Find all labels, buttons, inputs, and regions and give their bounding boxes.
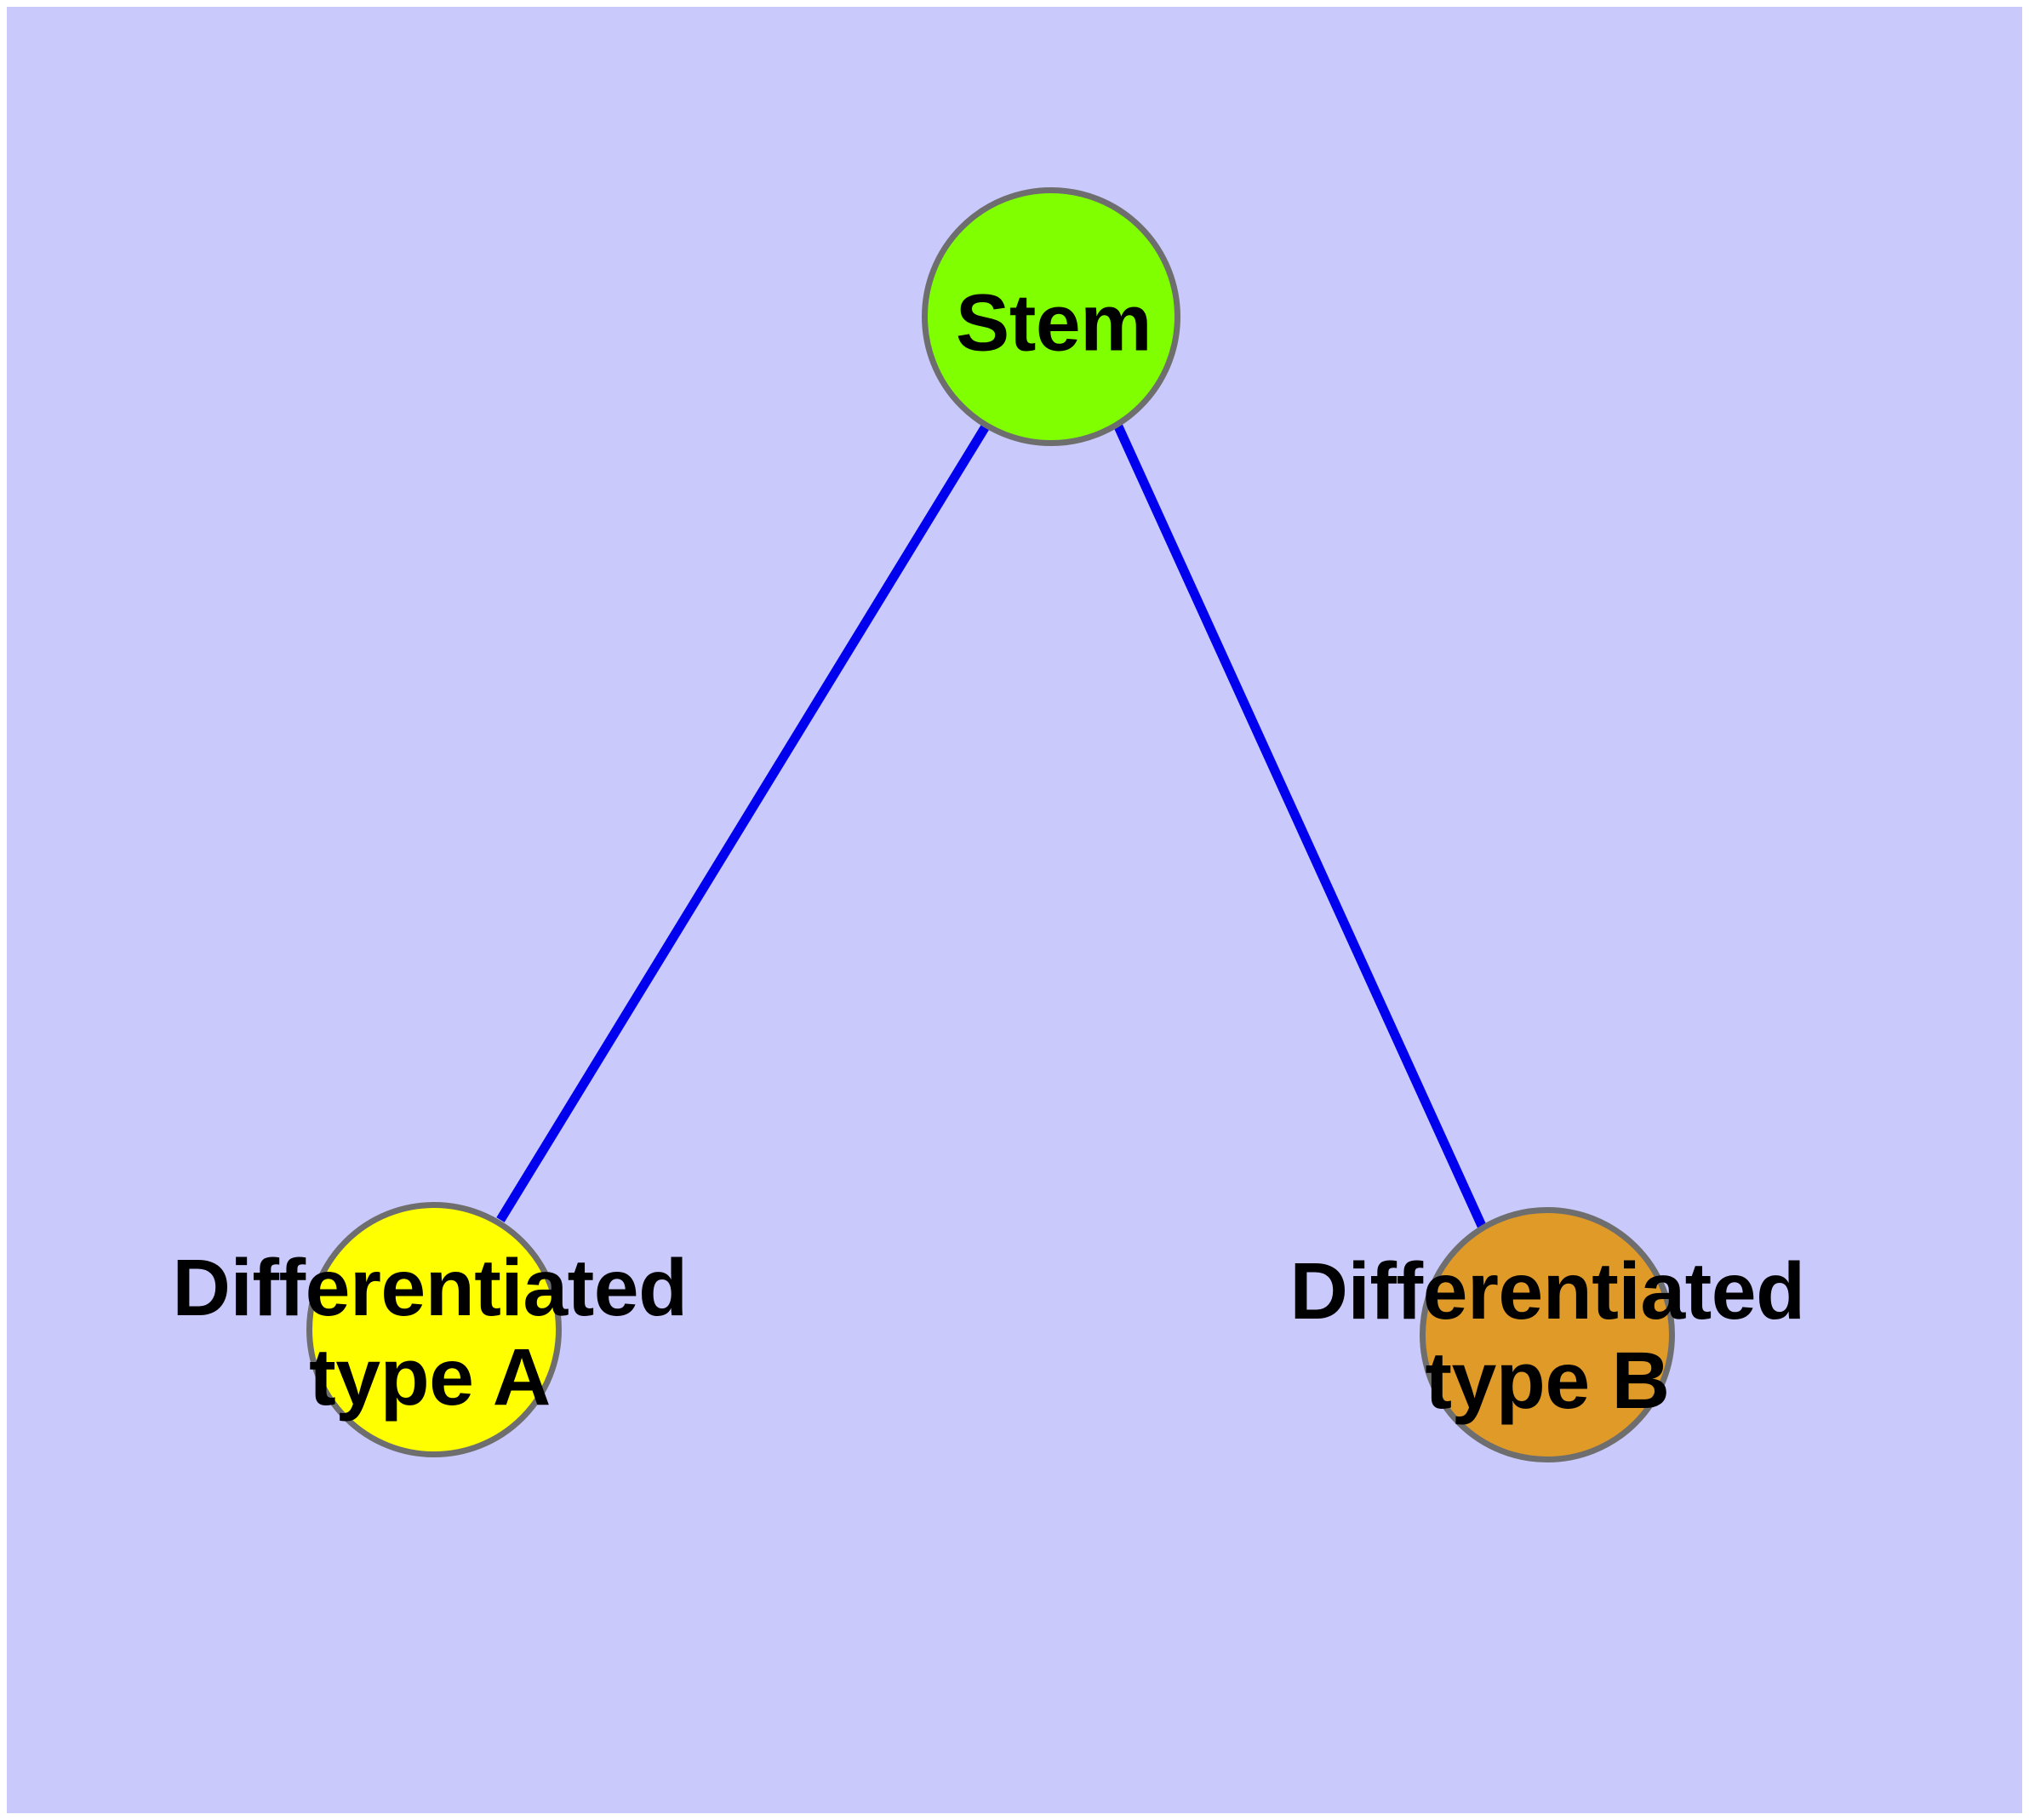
graph-node-diff_a[interactable]: [306, 1202, 562, 1457]
graph-node-diff_b[interactable]: [1420, 1207, 1675, 1462]
graph-node-stem[interactable]: [922, 187, 1180, 446]
graph-edge[interactable]: [1113, 424, 1487, 1228]
edge-group: [496, 424, 1487, 1228]
edges-layer: [496, 424, 1487, 1228]
graph-edge[interactable]: [496, 424, 990, 1222]
